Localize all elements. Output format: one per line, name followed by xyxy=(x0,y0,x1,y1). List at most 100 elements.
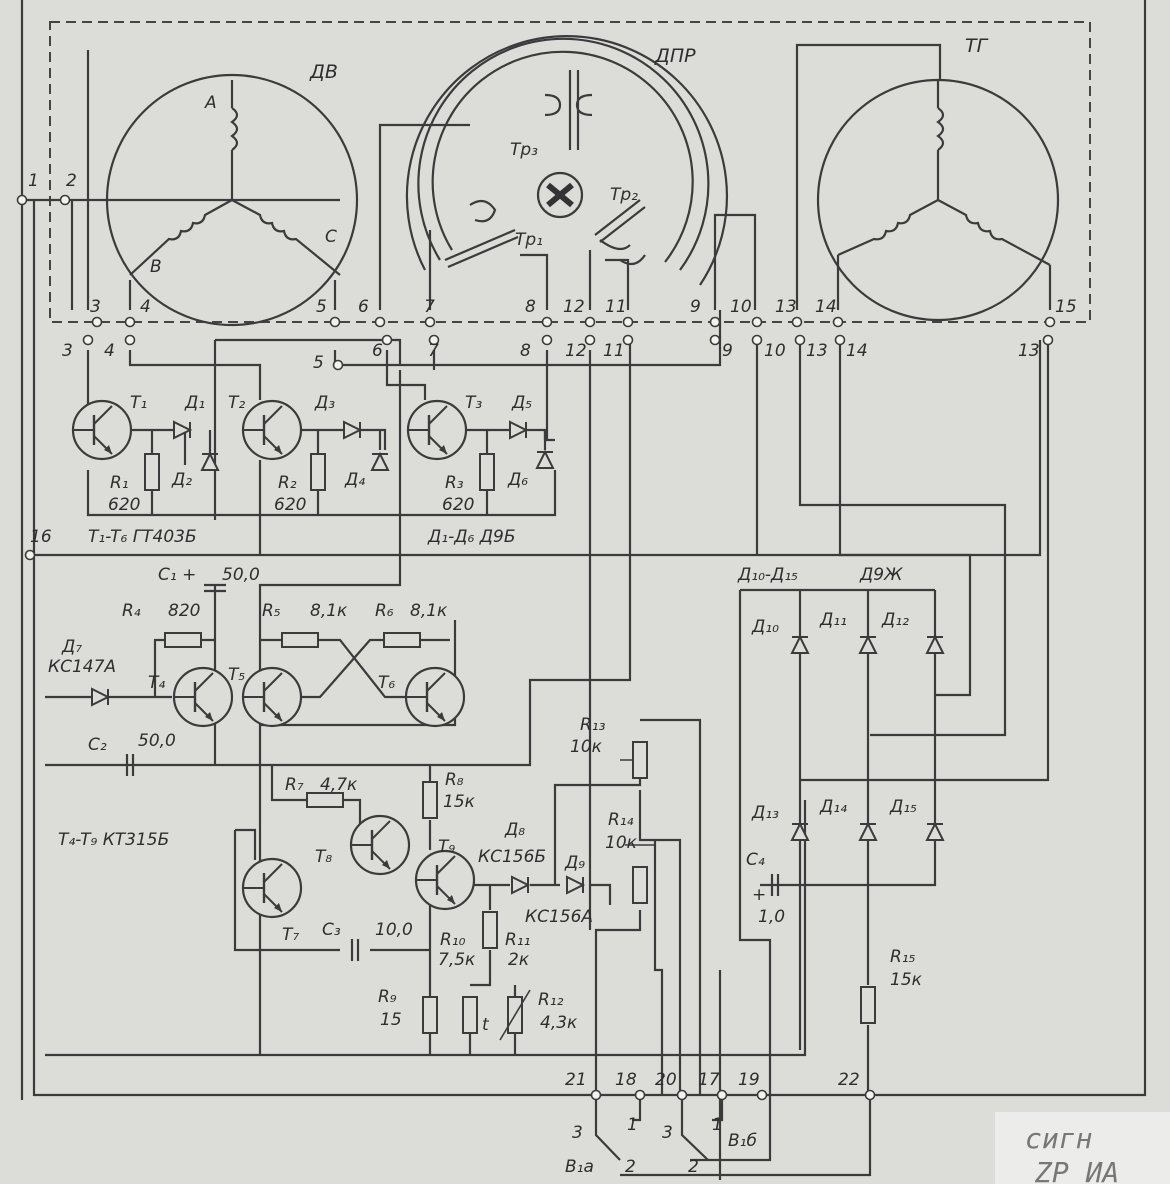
transistor-type-note: T₁-T₆ ГТ403Б xyxy=(88,527,197,547)
rotor-position-sensor: Тр₃ Тр₂ Тр₁ ДПР xyxy=(405,35,729,286)
terminal-13: 13 xyxy=(775,297,797,317)
terminal-2: 2 xyxy=(66,171,77,191)
switch-b-pos3: 3 xyxy=(662,1123,673,1143)
terminal-16: 16 xyxy=(30,527,52,547)
d7-label: Д₇ xyxy=(61,637,82,657)
tachogenerator: ТГ xyxy=(816,35,1060,322)
terminal-1: 1 xyxy=(28,171,39,191)
terminal-4: 4 xyxy=(140,297,151,317)
t6-label: T₆ xyxy=(378,673,395,693)
r8-value: 15к xyxy=(443,792,476,812)
r5-label: R₅ xyxy=(262,601,281,621)
terminal-14-lower: 14 xyxy=(846,341,868,361)
terminal-18: 18 xyxy=(615,1070,637,1090)
transistor-type-note-2: T₄-T₉ КТ315Б xyxy=(58,830,169,850)
d4-label: Д₄ xyxy=(344,470,365,490)
d8-type: КС156Б xyxy=(478,847,546,867)
terminal-20: 20 xyxy=(655,1070,677,1090)
c2-value: 50,0 xyxy=(138,731,176,751)
terminal-11: 11 xyxy=(605,297,627,317)
terminal-3-lower: 3 xyxy=(62,341,73,361)
r14-value: 10к xyxy=(605,833,638,853)
t9-label: T₉ xyxy=(438,837,455,857)
terminal-10-lower: 10 xyxy=(764,341,786,361)
d5-label: Д₅ xyxy=(511,393,532,413)
d11-label: Д₁₁ xyxy=(819,610,847,630)
r6-label: R₆ xyxy=(375,601,394,621)
r1-value: 620 xyxy=(108,495,140,515)
terminal-21: 21 xyxy=(565,1070,587,1090)
r15-label: R₁₅ xyxy=(890,947,916,967)
commutator-stage: C₁ + 50,0 R₄ 820 Д₇ КС147А T₄ T₅ T₆ R₅ 8… xyxy=(48,565,466,850)
r13-label: R₁₃ xyxy=(580,715,606,735)
terminal-row-bottom: 21 18 20 17 19 22 xyxy=(565,1070,876,1101)
handwritten-note: сигн ZP ИА xyxy=(995,1112,1170,1184)
r6-value: 8,1к xyxy=(410,601,448,621)
terminal-7-lower: 7 xyxy=(428,341,439,361)
terminal-17: 17 xyxy=(698,1070,720,1090)
t2-label: T₂ xyxy=(228,393,245,413)
r7-label: R₇ xyxy=(285,775,304,795)
terminal-8: 8 xyxy=(525,297,536,317)
terminal-4-lower: 4 xyxy=(104,341,115,361)
terminal-9-lower: 9 xyxy=(722,341,733,361)
r13-value: 10к xyxy=(570,737,603,757)
phase-a-label: A xyxy=(204,93,217,113)
motor-dv: A B C ДВ xyxy=(105,61,359,327)
d8-label: Д₈ xyxy=(504,820,525,840)
t7-label: T₇ xyxy=(282,925,299,945)
c2-label: C₂ xyxy=(88,735,107,755)
tr2-label: Тр₂ xyxy=(610,185,638,205)
speed-control-stage: R₇ 4,7к R₈ 15к T₈ T₉ T₇ C₃ 10,0 R₉ 15 R₁… xyxy=(241,715,656,1041)
d13-label: Д₁₃ xyxy=(751,803,779,823)
terminal-22: 22 xyxy=(838,1070,860,1090)
handwriting-line2: ZP ИА xyxy=(1034,1156,1119,1184)
d7-type: КС147А xyxy=(48,657,116,677)
tachogenerator-label: ТГ xyxy=(965,35,989,57)
r10-value: 7,5к xyxy=(438,950,476,970)
machine-enclosure xyxy=(49,21,1091,323)
r1-label: R₁ xyxy=(110,473,129,493)
c1-value: 50,0 xyxy=(222,565,260,585)
r2-value: 620 xyxy=(274,495,306,515)
terminal-9: 9 xyxy=(690,297,701,317)
c3-label: C₃ xyxy=(322,920,341,940)
switch-b1a-label: B₁а xyxy=(565,1157,594,1177)
terminal-13-lower: 13 xyxy=(806,341,828,361)
wiring xyxy=(20,0,1147,1180)
terminals-side: 1 2 16 xyxy=(16,171,77,561)
r4-value: 820 xyxy=(168,601,200,621)
tr3-label: Тр₃ xyxy=(510,140,538,160)
r10-label: R₁₀ xyxy=(440,930,466,950)
motor-label: ДВ xyxy=(309,61,338,83)
r8-label: R₈ xyxy=(445,770,464,790)
terminal-15: 15 xyxy=(1055,297,1077,317)
terminal-3: 3 xyxy=(90,297,101,317)
diode-type-note: Д₁-Д₆ Д9Б xyxy=(427,527,516,547)
output-stage: T₁ T₂ T₃ Д₁ Д₂ Д₃ Д₄ Д₅ Д₆ R₁ 620 R₂ 620… xyxy=(71,393,554,547)
terminal-5: 5 xyxy=(316,297,327,317)
terminal-7: 7 xyxy=(424,297,435,317)
r14-label: R₁₄ xyxy=(608,810,634,830)
rectifier-diode-range: Д₁₀-Д₁₅ xyxy=(737,565,798,585)
tachogenerator-rectifier: Д₁₀-Д₁₅ Д9Ж Д₁₀ Д₁₁ Д₁₂ Д₁₃ Д₁₄ Д₁₅ C₄ +… xyxy=(737,565,944,1024)
terminal-6: 6 xyxy=(358,297,369,317)
terminal-12: 12 xyxy=(563,297,585,317)
d3-label: Д₃ xyxy=(314,393,335,413)
r15-value: 15к xyxy=(890,970,923,990)
c3-value: 10,0 xyxy=(375,920,413,940)
switch-b-pos2: 2 xyxy=(688,1157,699,1177)
d14-label: Д₁₄ xyxy=(819,797,847,817)
d9-type: КС156А xyxy=(525,907,593,927)
t8-label: T₈ xyxy=(315,847,332,867)
r9-label: R₉ xyxy=(378,987,397,1007)
r11-value: 2к xyxy=(508,950,530,970)
t3-label: T₃ xyxy=(465,393,482,413)
phase-b-label: B xyxy=(150,257,162,277)
d1-label: Д₁ xyxy=(184,393,205,413)
terminal-8-lower: 8 xyxy=(520,341,531,361)
c4-label: C₄ xyxy=(746,850,765,870)
r7-value: 4,7к xyxy=(320,775,358,795)
